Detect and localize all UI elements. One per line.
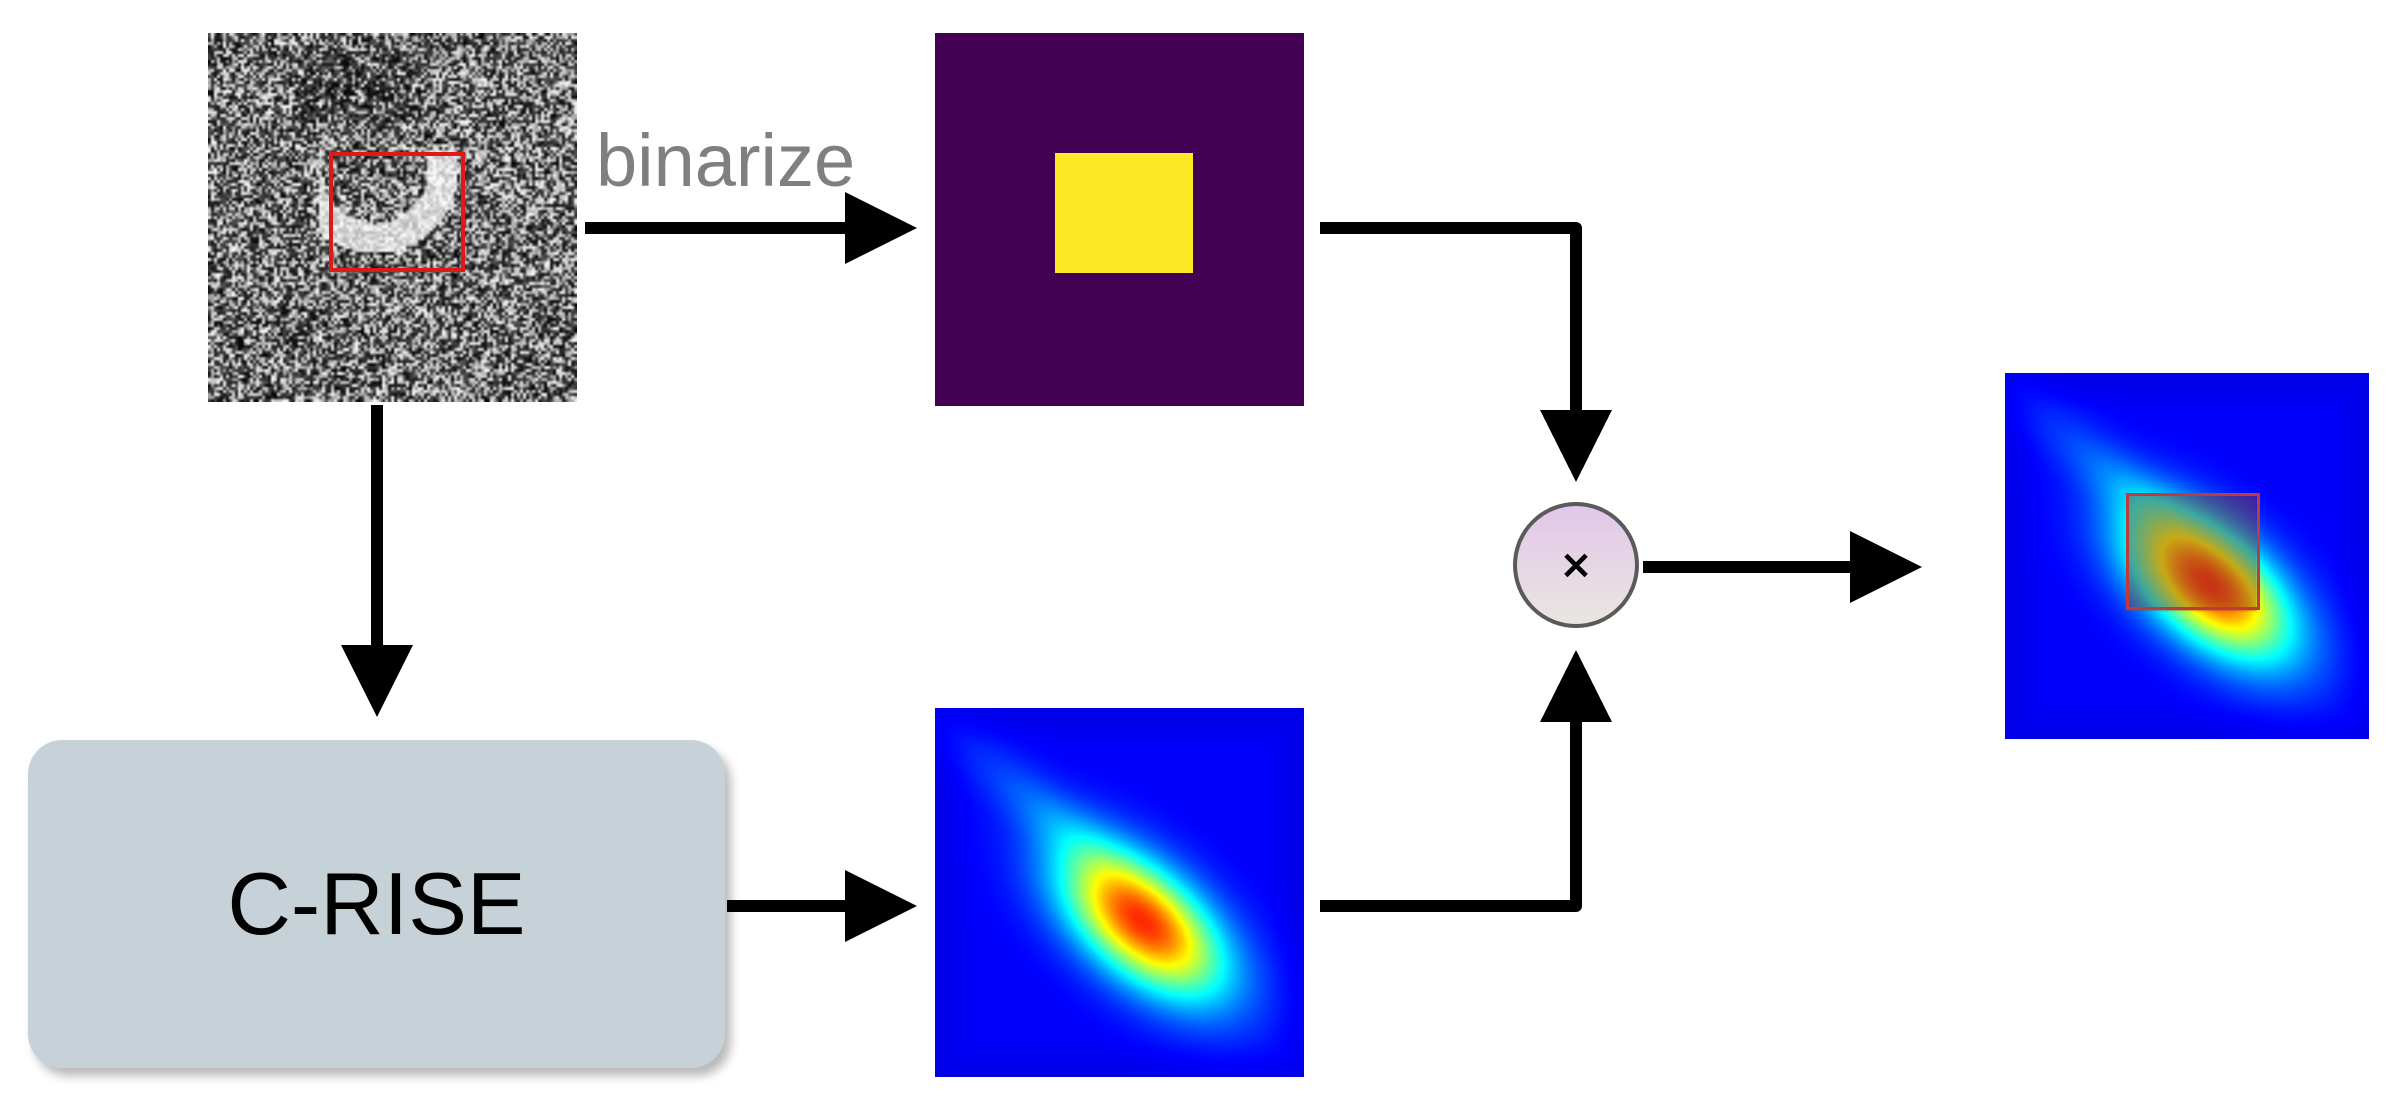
noise-image-canvas <box>208 33 577 402</box>
result-heatmap-canvas <box>2005 373 2369 739</box>
crise-label: C-RISE <box>227 854 526 953</box>
mask-foreground-region <box>1055 153 1193 273</box>
binarize-label: binarize <box>596 119 856 202</box>
heatmap-canvas <box>935 708 1304 1077</box>
multiply-icon: × <box>1559 542 1593 588</box>
input-noise-image <box>208 33 577 402</box>
arrow-heatmap-to-multiply <box>1320 650 1612 912</box>
saliency-heatmap <box>935 708 1304 1077</box>
result-roi-box <box>2126 493 2260 610</box>
crise-block: C-RISE <box>28 740 725 1068</box>
binary-mask-image <box>935 33 1304 406</box>
multiply-node: × <box>1513 502 1639 628</box>
arrow-mask-to-multiply <box>1320 222 1612 482</box>
masked-heatmap-result <box>2005 373 2369 739</box>
roi-bounding-box <box>329 152 465 272</box>
